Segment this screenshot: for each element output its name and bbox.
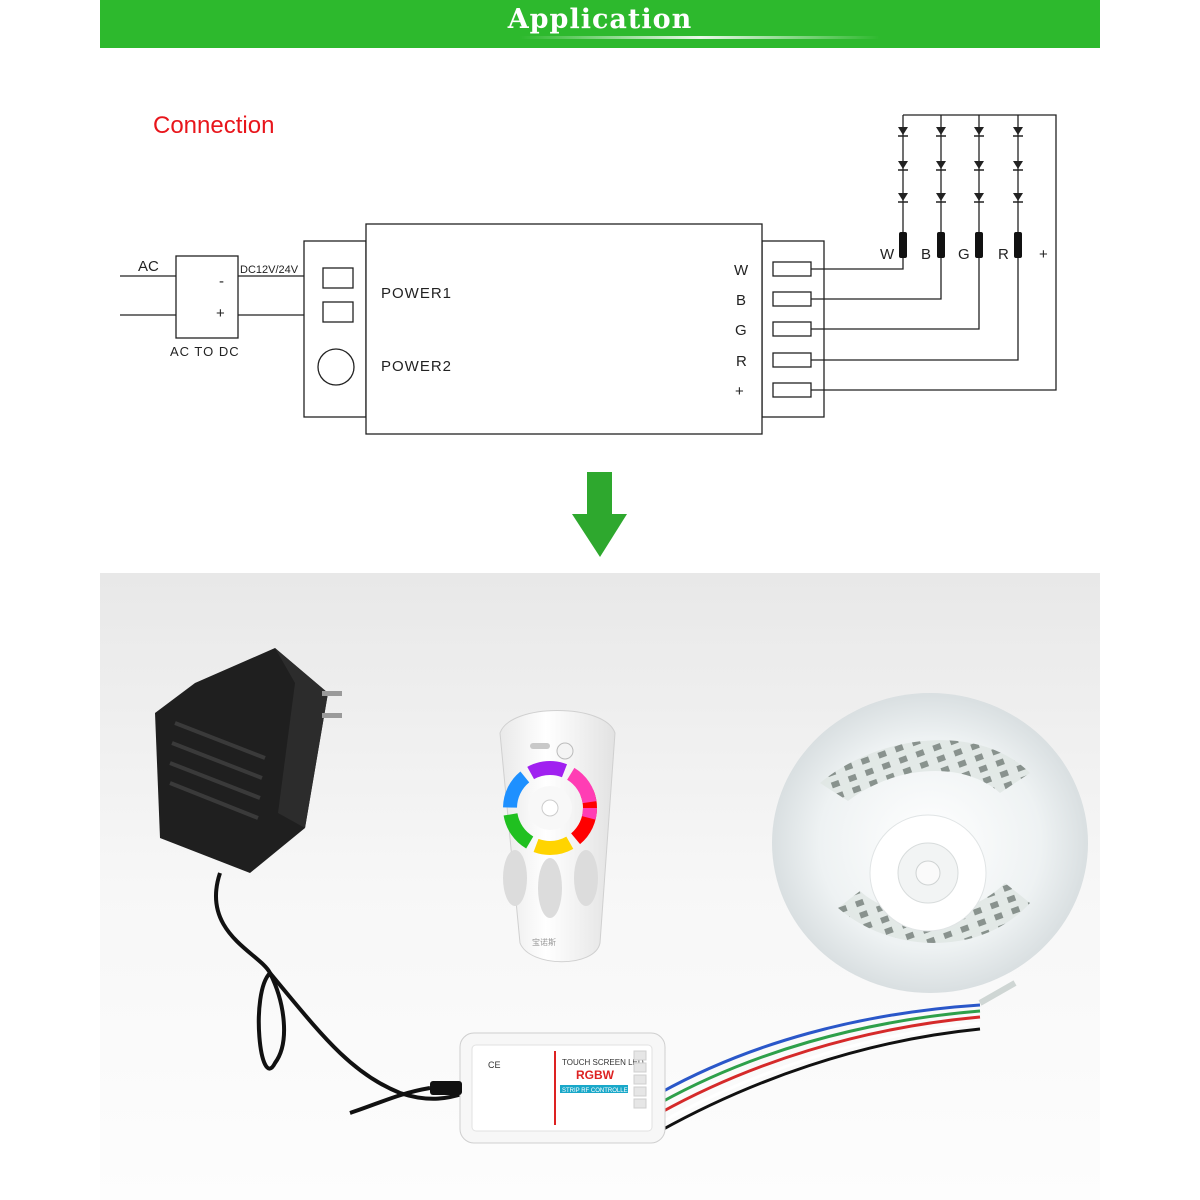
terminal-b: B <box>736 292 746 309</box>
adapter-plus: + <box>216 305 225 322</box>
power-adapter <box>155 648 466 1101</box>
product-photo: 宝诺斯 CE TOUCH SCREEN LED RGBW STRIP RF CO… <box>100 573 1100 1200</box>
ac-dc-adapter: - + AC TO DC DC12V/24V <box>170 255 304 359</box>
controller-heading: TOUCH SCREEN LED <box>562 1058 644 1067</box>
led-diodes <box>897 126 1024 203</box>
led-strip-reel <box>772 693 1088 1006</box>
power2-label: POWER2 <box>381 358 452 375</box>
adapter-output-label: DC12V/24V <box>240 264 299 276</box>
terminal-g: G <box>735 322 747 339</box>
strip-label-g: G <box>958 246 970 263</box>
ac-input: AC <box>120 258 176 316</box>
strip-label-plus: + <box>1039 246 1048 263</box>
controller-box: POWER1 POWER2 <box>303 223 825 435</box>
controller-sub: STRIP RF CONTROLLER <box>562 1088 633 1094</box>
connection-diagram: Connection AC - + AC TO DC DC12V/24V POW… <box>120 112 1057 557</box>
strip-label-r: R <box>998 246 1009 263</box>
adapter-caption: AC TO DC <box>170 344 240 359</box>
strip-label-w: W <box>880 246 895 263</box>
power1-label: POWER1 <box>381 285 452 302</box>
terminal-plus: + <box>735 383 744 400</box>
ac-label: AC <box>138 258 159 275</box>
remote-brand: 宝诺斯 <box>532 937 556 947</box>
banner-underline <box>520 36 880 39</box>
down-arrow-icon <box>572 472 627 557</box>
controller-model: RGBW <box>576 1068 615 1082</box>
banner-title: Application <box>507 4 693 35</box>
adapter-minus: - <box>219 273 224 290</box>
connection-title: Connection <box>153 112 274 139</box>
terminal-w: W <box>734 262 749 279</box>
rgbw-wires <box>659 1003 981 1133</box>
terminal-r: R <box>736 353 747 370</box>
controller-ce: CE <box>488 1060 501 1070</box>
application-banner: Application <box>100 0 1100 48</box>
rf-remote: 宝诺斯 <box>499 710 616 963</box>
strip-resistors: W B G R + <box>880 232 1048 263</box>
rf-controller: CE TOUCH SCREEN LED RGBW STRIP RF CONTRO… <box>349 1032 666 1144</box>
strip-label-b: B <box>921 246 931 263</box>
